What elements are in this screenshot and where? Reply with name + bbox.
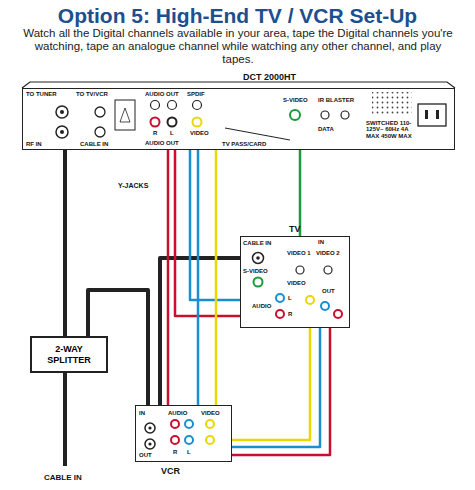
cable-label: CABLE IN bbox=[44, 474, 82, 483]
part-name: Y-JACKS bbox=[118, 182, 148, 190]
port-label: DATA bbox=[318, 126, 334, 133]
port-label: SPDIF bbox=[187, 91, 205, 98]
page-title: Option 5: High-End TV / VCR Set-Up bbox=[0, 4, 475, 28]
port-label: VIDEO bbox=[190, 130, 209, 137]
port-label: OUT bbox=[322, 288, 335, 295]
av-cable bbox=[299, 150, 302, 236]
coax-cable bbox=[160, 258, 240, 405]
coax-cable bbox=[88, 290, 148, 405]
port-label: VIDEO 1 bbox=[287, 250, 311, 257]
coax-cable bbox=[63, 150, 67, 336]
port-label: AUDIO OUT bbox=[145, 140, 179, 147]
port-label: S-VIDEO bbox=[283, 97, 308, 104]
av-cable bbox=[167, 150, 170, 405]
port-label: AUDIO bbox=[168, 410, 187, 417]
port-label: VIDEO 2 bbox=[316, 250, 340, 257]
pin-name: L bbox=[187, 449, 191, 456]
av-cable bbox=[175, 150, 240, 316]
power-rating: SWITCHED 110-125V~ 60Hz 4A MAX 450W MAX bbox=[366, 120, 414, 139]
port-label: CABLE IN bbox=[243, 240, 271, 247]
device-name: VCR bbox=[161, 466, 180, 476]
port-label: TV PASS/CARD bbox=[222, 141, 266, 148]
av-cable bbox=[232, 328, 320, 447]
receiver-back-panel: DCT 2000HT bbox=[22, 88, 455, 150]
port-label: IN bbox=[139, 410, 145, 417]
av-cable bbox=[215, 150, 218, 405]
av-cable bbox=[232, 328, 310, 440]
port-label: VIDEO bbox=[201, 410, 220, 417]
port-label: AUDIO OUT bbox=[145, 91, 179, 98]
port-label: RF IN bbox=[26, 141, 42, 148]
pin-name: R bbox=[173, 449, 177, 456]
device-name: TV bbox=[289, 224, 301, 234]
port-label: S-VIDEO bbox=[243, 268, 268, 275]
splitter-label: 2-WAY SPLITTER bbox=[32, 341, 106, 368]
pin-name: R bbox=[153, 130, 157, 137]
device-name: DCT 2000HT bbox=[243, 72, 296, 82]
port-label: IR BLASTER bbox=[318, 97, 354, 104]
subtitle: Watch all the Digital channels available… bbox=[18, 27, 458, 66]
av-cable bbox=[232, 328, 330, 455]
pin-name: R bbox=[288, 311, 292, 318]
av-cable bbox=[197, 150, 200, 405]
port-label: TO TUNER bbox=[26, 91, 57, 98]
pin-name: L bbox=[170, 130, 174, 137]
port-label: OUT bbox=[139, 452, 152, 459]
port-label: AUDIO bbox=[252, 303, 271, 310]
pin-name: L bbox=[288, 295, 292, 302]
port-label: IN bbox=[318, 239, 324, 246]
port-label: VIDEO bbox=[287, 280, 306, 287]
port-label: CABLE IN bbox=[80, 141, 108, 148]
splitter-box: 2-WAY SPLITTER bbox=[30, 336, 108, 373]
port-label: TO TV/VCR bbox=[76, 91, 108, 98]
